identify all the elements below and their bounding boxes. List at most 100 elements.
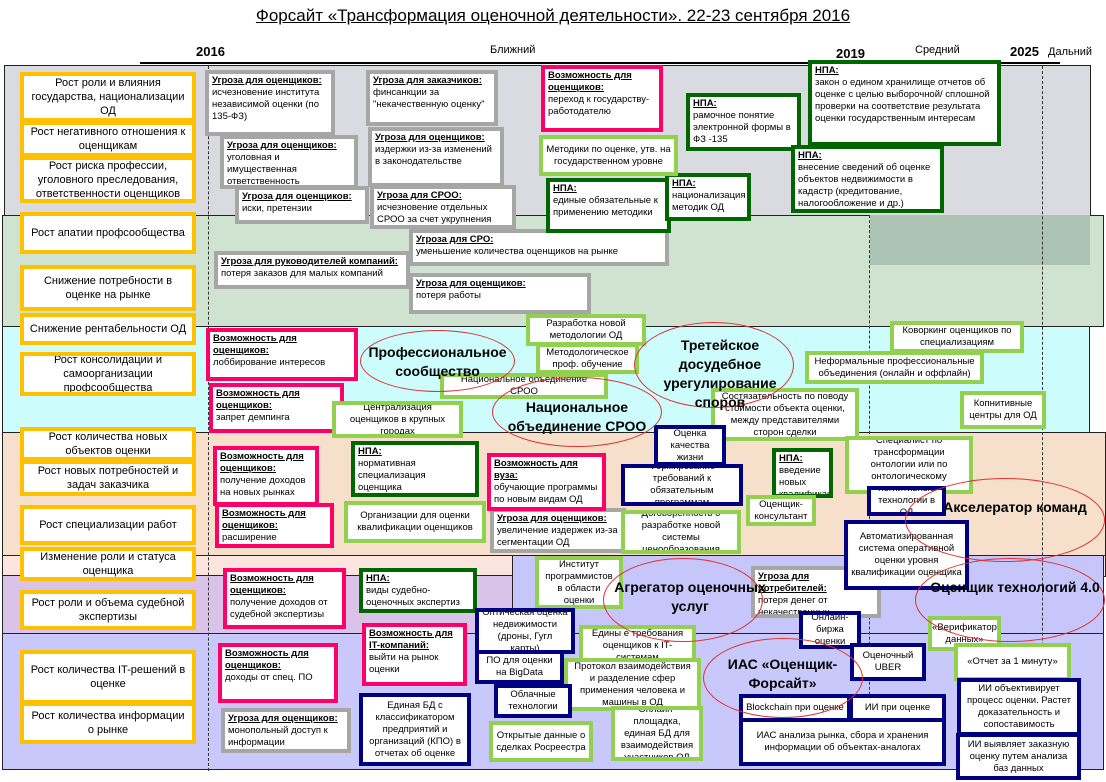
box-text: потеря работы (416, 290, 481, 301)
box-text: введение новых квалификаций (779, 465, 833, 498)
box-text: Неформальные профессиональные объединени… (814, 355, 975, 379)
threat-box: Угроза для оценщиков:увеличение издержек… (490, 508, 626, 553)
initiative-box: Состязательность по поводу стоимости объ… (711, 388, 859, 441)
box-text: исчезновение отдельных СРОО за счет укру… (377, 202, 492, 225)
trend-label: Рост риска профессии, уголовного преслед… (35, 159, 181, 200)
initiative-box: Методологическое проф. обучение (536, 343, 639, 374)
box-content: Оценочный UBER (857, 650, 919, 674)
initiative-box: Разработка новой методологии ОД (526, 314, 646, 346)
initiative-box: Протокол взаимодействия и разделение сфе… (564, 658, 701, 711)
box-text: Методики по оценке, утв. на государствен… (546, 143, 671, 167)
trend-box: Рост новых потребностей и задач заказчик… (20, 460, 196, 496)
initiative-box: Централизация оценщиков в крупных города… (332, 401, 463, 438)
box-heading: Возможность для оценщиков: (225, 648, 309, 671)
box-content: Угроза для СРОО:исчезновение отдельных С… (377, 190, 509, 225)
box-text: Разработка новой методологии ОД (546, 318, 626, 341)
box-heading: Угроза для оценщиков: (212, 75, 322, 86)
trend-label: Снижение рентабельности ОД (29, 323, 187, 335)
box-text: получение доходов на новых рынках (220, 475, 306, 498)
trend-box: Рост количества информации о рынке (20, 702, 196, 744)
box-content: Возможность для вуза:обучающие программы… (494, 458, 599, 505)
threat-box: Угроза для СРО:уменьшение количества оце… (409, 229, 669, 266)
cluster-label: ИАС «Оценщик-Форсайт» (727, 656, 838, 691)
box-content: Едины е требования оценщиков к IT-систем… (586, 628, 689, 663)
box-text: уменьшение количества оценщиков на рынке (416, 246, 618, 257)
box-heading: НПА: (366, 573, 390, 584)
opportunity-box: Возможность для оценщиков:лоббирование и… (206, 328, 358, 381)
box-text: Состязательность по поводу стоимости объ… (721, 390, 849, 438)
trend-label: Снижение потребности в оценке на рынке (43, 275, 173, 301)
trend-box: Рост количества IT-решений в оценке (20, 650, 196, 704)
technology-box: ИАС анализа рынка, сбора и хранения инфо… (739, 718, 946, 766)
box-text: Централизация оценщиков в крупных города… (349, 401, 446, 437)
trend-box: Рост специализации работ (20, 505, 196, 545)
box-heading: НПА: (553, 183, 577, 194)
box-heading: Угроза для оценщиков: (227, 140, 337, 151)
box-content: Угроза для руководителей компаний:потеря… (221, 256, 403, 279)
box-text: запрет демпинга (216, 412, 290, 423)
box-content: Открытые данные о сделках Росреестра (496, 730, 586, 754)
box-text: закон о едином хранилище отчетов об оцен… (815, 77, 990, 124)
box-content: Национальное объединение СРОО (447, 377, 601, 395)
box-content: Формирование требований к обязательным п… (628, 464, 736, 506)
cluster-label: Профессиональное сообщество (368, 344, 507, 379)
trend-label: Рост апатии профсообщества (31, 227, 185, 239)
technology-box: Оптическая оценка недвижимости (дроны, Г… (475, 608, 575, 654)
box-heading: НПА: (815, 65, 839, 76)
box-text: лоббирование интересов (213, 357, 326, 368)
box-text: доходы от спец. ПО (225, 672, 313, 683)
initiative-box: Неформальные профессиональные объединени… (805, 351, 984, 384)
box-text: Институт программистов в области оценки (545, 558, 613, 606)
trend-box: Рост количества новых объектов оценки (20, 427, 196, 461)
trend-box: Рост консолидации и самоорганизации проф… (20, 352, 196, 396)
box-heading: НПА: (798, 150, 822, 161)
box-content: НПА:внесение сведений об оценке объектов… (798, 150, 937, 209)
initiative-box: Коворкинг оценщиков по специализациям (890, 321, 1024, 353)
box-text: Протокол взаимодействия и разделение сфе… (574, 660, 691, 708)
box-content: Протокол взаимодействия и разделение сфе… (571, 660, 694, 708)
box-content: Угроза для оценщиков:увеличение издержек… (497, 513, 619, 548)
box-text: Формирование требований к обязательным п… (648, 464, 716, 506)
technology-box: Оценка качества жизни (654, 425, 726, 466)
box-content: Когнитивные технологии в ОД (874, 490, 939, 512)
box-heading: Угроза для оценщиков: (497, 513, 607, 524)
box-text: переход к государству-работодателю (548, 94, 650, 117)
box-content: Разработка новой методологии ОД (533, 318, 639, 342)
box-text: Blockchain при оценке (746, 702, 844, 713)
year-2025: 2025 (1010, 44, 1039, 59)
box-content: Возможность для оценщиков:расширение ком… (222, 508, 327, 544)
technology-box: ИИ выявляет заказную оценку путем анализ… (956, 733, 1081, 780)
initiative-box: Онлайн-площадка, единая БД для взаимодей… (611, 706, 703, 761)
initiative-box: «Отчет за 1 минуту» (954, 643, 1071, 681)
divider-2016 (208, 66, 209, 771)
box-content: Угроза для оценщиков:иски, претензии (242, 191, 362, 214)
box-content: ПО для оценки на BigData (482, 655, 557, 679)
initiative-box: Институт программистов в области оценки (535, 556, 623, 609)
box-content: Облачные технологии (501, 689, 565, 713)
trend-label: Рост роли и объема судебной экспертизы (31, 597, 185, 623)
box-content: НПА:единые обязательные к применению мет… (553, 183, 664, 218)
box-content: ИИ выявляет заказную оценку путем анализ… (963, 739, 1074, 775)
trend-box: Снижение потребности в оценке на рынке (20, 265, 196, 311)
box-text: ПО для оценки на BigData (486, 655, 553, 678)
box-text: издержки из-за изменений в законодательс… (375, 144, 492, 167)
box-content: Возможность для оценщиков:переход к госу… (548, 70, 656, 117)
law-box: НПА:нормативная специализация оценщика (351, 441, 479, 497)
technology-box: Когнитивные технологии в ОД (867, 486, 946, 516)
box-content: НПА:нормативная специализация оценщика (358, 446, 472, 493)
initiative-box: Договоренность о разработке новой систем… (621, 510, 741, 554)
box-content: Возможность для оценщиков:получение дохо… (220, 451, 312, 498)
law-box: НПА:закон о едином хранилище отчетов об … (808, 60, 1001, 146)
threat-box: Угроза для оценщиков:издержки из-за изме… (368, 127, 504, 187)
trend-box: Рост роли и влияния государства, национа… (20, 72, 196, 122)
opportunity-box: Возможность для оценщиков:переход к госу… (541, 65, 663, 132)
box-content: Угроза для оценщиков:потеря работы (416, 278, 584, 301)
box-content: Угроза для оценщиков:исчезновение инстит… (212, 75, 328, 122)
box-content: Оптическая оценка недвижимости (дроны, Г… (482, 612, 568, 650)
box-content: «Отчет за 1 минуту» (967, 656, 1058, 668)
law-box: НПА:единые обязательные к применению мет… (546, 178, 671, 233)
box-text: Методологическое проф. обучение (546, 346, 629, 370)
box-text: Едины е требования оценщиков к IT-систем… (591, 628, 684, 663)
horizon-near: Ближний (490, 44, 536, 56)
